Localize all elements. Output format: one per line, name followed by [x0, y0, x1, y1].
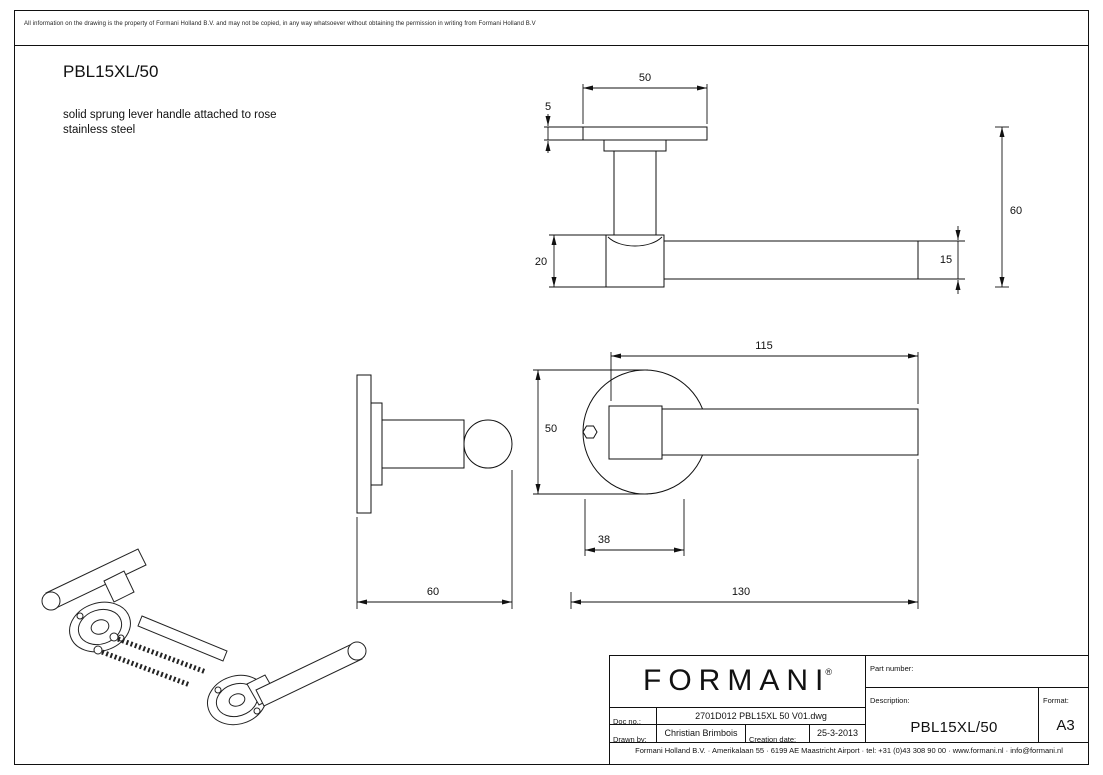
iso-screw-thread: [117, 636, 207, 675]
creation-date-label: Creation date:: [749, 735, 797, 743]
iso-spindle: [137, 615, 228, 662]
description-line-1: solid sprung lever handle attached to ro…: [63, 109, 277, 121]
dim-label-neck-height: 20: [535, 256, 547, 268]
company-footer: Formani Holland B.V. · Amerikalaan 55 · …: [635, 746, 1063, 755]
formani-logo: FORMANI: [643, 664, 831, 697]
dim-label-lever-length: 115: [755, 340, 773, 352]
grip-end-side: [463, 419, 513, 469]
iso-grip-a: [45, 548, 147, 610]
iso-grip-b-cap: [347, 641, 367, 661]
iso-rose-b-screw: [253, 707, 261, 715]
rose-flange-side: [370, 402, 383, 486]
rose-plate-side: [356, 374, 372, 514]
format-value: A3: [1056, 717, 1075, 734]
dim-label-rose-diameter: 50: [545, 423, 557, 435]
dim-label-lever-section: 15: [940, 254, 952, 266]
dim-total-projection: 60: [995, 126, 1022, 288]
iso-screw-thread: [101, 649, 191, 688]
dim-label-rose-thickness: 5: [545, 101, 551, 113]
format-cell: Format: A3: [1039, 688, 1088, 743]
doc-no-value: 2701D012 PBL15XL 50 V01.dwg: [657, 708, 866, 725]
iso-rose-a-screw: [76, 612, 84, 620]
dim-rose-base: 38: [584, 499, 685, 556]
dim-label-overall-length: 130: [732, 586, 750, 598]
part-description: solid sprung lever handle attached to ro…: [63, 108, 277, 138]
dim-rose-diameter: 50: [533, 369, 648, 495]
description-line-2: stainless steel: [63, 124, 136, 136]
copyright-disclaimer: All information on the drawing is the pr…: [24, 21, 536, 27]
rose-flange-front: [603, 139, 667, 152]
registered-trademark-icon: ®: [825, 667, 832, 677]
part-number-cell: Part number:: [866, 656, 1088, 688]
iso-screw-head: [93, 645, 103, 655]
dim-lever-section: 15: [918, 226, 965, 294]
dim-rose-width-front: 50: [582, 72, 708, 124]
grub-screw-hex: [582, 425, 598, 439]
dim-side-depth: 60: [356, 470, 513, 609]
iso-rose-b-screw: [214, 686, 222, 694]
dim-label-rose-width: 50: [639, 72, 651, 84]
iso-grip-a-cap: [41, 591, 61, 611]
format-label: Format:: [1043, 696, 1069, 705]
part-title: PBL15XL/50: [63, 62, 159, 81]
drawn-by-label: Drawn by:: [613, 735, 647, 743]
lever-grip-plan: [661, 408, 919, 456]
description-cell: Description: PBL15XL/50: [866, 688, 1039, 743]
header-divider: [14, 45, 1089, 46]
neck-side: [381, 419, 465, 469]
description-label: Description:: [870, 696, 910, 705]
part-number-label: Part number:: [870, 664, 914, 673]
isometric-exploded-view: [41, 548, 367, 726]
dim-lever-length: 115: [610, 340, 919, 404]
front-view: [582, 126, 919, 288]
iso-grip-b: [255, 642, 363, 707]
hub-fillet-curve: [607, 236, 663, 247]
drawn-by-label-cell: Drawn by:: [610, 725, 657, 743]
creation-date-value: 25-3-2013: [810, 725, 866, 743]
dim-rose-thickness: 5: [544, 101, 583, 153]
title-block: FORMANI® Part number: Description: PBL15…: [609, 655, 1089, 765]
dim-neck-height: 20: [535, 234, 606, 288]
dim-overall-length: 130: [570, 459, 919, 609]
iso-neck-a: [103, 570, 135, 603]
dim-label-rose-base: 38: [598, 534, 610, 546]
logo-cell: FORMANI®: [610, 656, 866, 708]
lever-hub-front: [605, 234, 665, 288]
dim-label-total-projection: 60: [1010, 205, 1022, 217]
neck-front: [613, 150, 657, 236]
doc-no-label-cell: Doc no.:: [610, 708, 657, 725]
iso-screw-head: [109, 632, 119, 642]
description-value: PBL15XL/50: [910, 719, 998, 736]
dim-label-side-depth: 60: [427, 586, 439, 598]
lever-grip-front: [663, 240, 919, 280]
plan-view: [582, 369, 919, 495]
creation-date-label-cell: Creation date:: [746, 725, 810, 743]
doc-no-label: Doc no.:: [613, 717, 641, 725]
page-border: [14, 10, 1089, 765]
side-view: [356, 374, 513, 514]
spindle-hub-plan: [608, 405, 663, 460]
rose-plate-front: [582, 126, 708, 141]
drawn-by-value: Christian Brimbois: [657, 725, 746, 743]
